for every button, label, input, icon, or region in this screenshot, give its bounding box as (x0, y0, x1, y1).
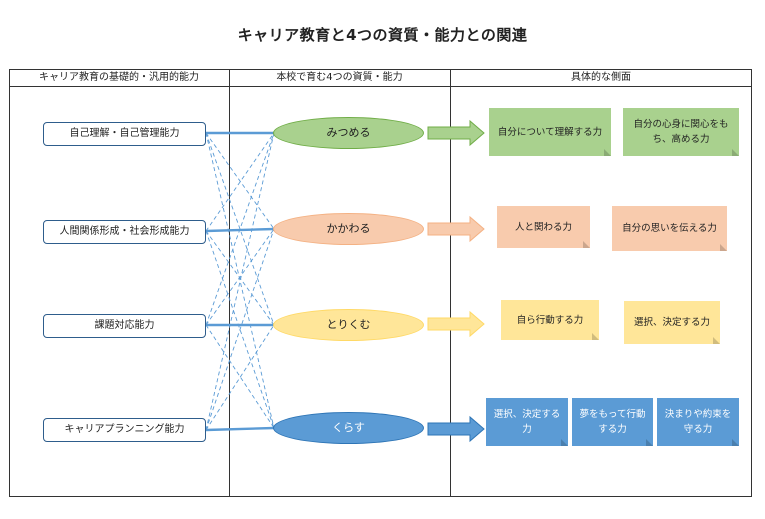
column-divider-2 (450, 69, 451, 497)
column-header-qualities: 本校で育む4つの資質・能力 (229, 69, 450, 87)
note-fold-corner (592, 333, 599, 340)
note-fold-corner (561, 439, 568, 446)
aspect-note-act-independently: 自ら行動する力 (501, 300, 599, 340)
note-fold-corner (720, 244, 727, 251)
note-fold-corner (713, 337, 720, 344)
dashed-link-3-1 (205, 228, 275, 431)
note-fold-corner (604, 149, 611, 156)
diagram-title: キャリア教育と4つの資質・能力との関連 (237, 26, 528, 44)
note-fold-corner (583, 241, 590, 248)
column-divider-1 (229, 69, 230, 497)
aspect-note-relate-to-people: 人と関わる力 (497, 206, 590, 248)
arrow-kakawaru (427, 215, 485, 243)
aspect-note-self-understanding: 自分について理解する力 (489, 108, 611, 156)
quality-ellipse-torikumu: とりくむ (273, 309, 424, 341)
table-frame (9, 69, 752, 497)
dashed-link-1-0 (205, 132, 275, 232)
note-fold-corner (732, 439, 739, 446)
aspect-note-express-thoughts: 自分の思いを伝える力 (612, 206, 727, 251)
aspect-note-keep-rules: 決まりや約束を守る力 (657, 398, 739, 446)
arrow-torikumu (427, 310, 485, 338)
dashed-link-0-3 (205, 132, 275, 429)
aspect-note-act-with-dreams: 夢をもって行動する力 (572, 398, 653, 446)
dashed-link-0-1 (205, 132, 275, 230)
arrow-kurasu (427, 415, 485, 443)
note-fold-corner (732, 149, 739, 156)
quality-ellipse-mitsumeru: みつめる (273, 117, 424, 149)
ability-box-self-understanding: 自己理解・自己管理能力 (43, 122, 206, 146)
arrow-mitsumeru (427, 119, 485, 147)
column-header-aspects: 具体的な側面 (450, 69, 752, 87)
dashed-link-2-1 (205, 228, 275, 326)
dashed-link-2-0 (205, 132, 275, 326)
note-fold-corner (646, 439, 653, 446)
column-header-abilities: キャリア教育の基礎的・汎用的能力 (9, 69, 229, 87)
ability-box-human-relations: 人間関係形成・社会形成能力 (43, 220, 206, 244)
dashed-link-3-0 (205, 132, 275, 431)
aspect-note-choose-decide: 選択、決定する力 (624, 301, 720, 344)
ability-box-problem-solving: 課題対応能力 (43, 314, 206, 338)
quality-ellipse-kakawaru: かかわる (273, 213, 424, 245)
solid-link-3 (205, 426, 275, 432)
quality-ellipse-kurasu: くらす (273, 412, 424, 444)
aspect-note-choose-decide-2: 選択、決定する力 (486, 398, 568, 446)
ability-box-career-planning: キャリアプランニング能力 (43, 418, 206, 442)
aspect-note-body-mind-interest: 自分の心身に関心をもち、高める力 (623, 108, 739, 156)
dashed-link-1-2 (205, 230, 275, 326)
